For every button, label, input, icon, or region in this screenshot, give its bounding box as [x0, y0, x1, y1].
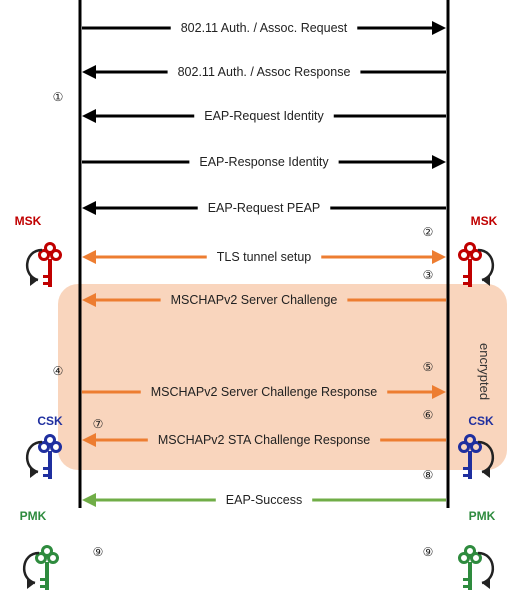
key-icon [458, 545, 482, 592]
message-label: 802.11 Auth. / Assoc. Request [181, 21, 348, 35]
arrowhead-left [82, 293, 96, 307]
key-label: MSK [15, 214, 42, 228]
message-9: MSCHAPv2 STA Challenge Response ⑥ [82, 408, 446, 447]
rotate-arrowhead [482, 577, 490, 589]
message-4: EAP-Response Identity [82, 155, 446, 169]
msk-key-left: MSK [15, 214, 62, 289]
encrypted-region [58, 284, 507, 470]
rotate-arrowhead [30, 274, 38, 286]
message-8: MSCHAPv2 Server Challenge Response ⑤ [82, 360, 446, 399]
message-label: EAP-Success [226, 493, 302, 507]
csk-key-right: CSK [458, 414, 494, 481]
arrowhead-right [432, 385, 446, 399]
step-marker: ② [423, 225, 434, 239]
rotate-arrowhead [27, 577, 35, 589]
message-3: EAP-Request Identity [82, 109, 446, 123]
message-1: 802.11 Auth. / Assoc. Request [82, 21, 446, 35]
key-label: CSK [37, 414, 63, 428]
message-2: 802.11 Auth. / Assoc Response [82, 65, 446, 79]
arrowhead-right [432, 21, 446, 35]
arrowhead-left [82, 201, 96, 215]
arrowhead-right [432, 250, 446, 264]
step-9-left-marker: ⑨ [93, 545, 104, 559]
arrowhead-left [82, 65, 96, 79]
arrowhead-left [82, 250, 96, 264]
encrypted-label: encrypted [477, 343, 492, 400]
rotate-arrowhead [30, 466, 38, 478]
rotate-arrowhead [482, 274, 490, 286]
step-9-right-marker: ⑨ [423, 545, 434, 559]
arrowhead-left [82, 109, 96, 123]
key-label: PMK [469, 509, 496, 523]
message-10: EAP-Success ⑧ [82, 468, 446, 507]
message-label: MSCHAPv2 Server Challenge [171, 293, 338, 307]
csk-key-left: CSK [26, 414, 63, 481]
key-icon [35, 545, 59, 592]
key-label: MSK [471, 214, 498, 228]
step-marker: ③ [423, 268, 434, 282]
key-icon [458, 242, 482, 289]
message-arrows: 802.11 Auth. / Assoc. Request 802.11 Auth… [82, 21, 446, 507]
message-label: EAP-Response Identity [199, 155, 329, 169]
key-icon [38, 434, 62, 481]
pmk-key-right: PMK [458, 509, 496, 592]
arrowhead-left [82, 433, 96, 447]
step-marker: ⑧ [423, 468, 434, 482]
message-label: MSCHAPv2 Server Challenge Response [151, 385, 378, 399]
key-icons: MSK MSK CSK CSK PMK PMK [15, 214, 498, 592]
step-4-marker: ④ [53, 364, 64, 378]
message-label: TLS tunnel setup [217, 250, 312, 264]
msk-key-right: MSK [458, 214, 498, 289]
message-label: 802.11 Auth. / Assoc Response [178, 65, 351, 79]
arrowhead-right [432, 155, 446, 169]
step-marker: ⑥ [423, 408, 434, 422]
message-7: MSCHAPv2 Server Challenge ③ [82, 268, 446, 307]
message-6: TLS tunnel setup ② [82, 225, 446, 264]
message-5: EAP-Request PEAP [82, 201, 446, 215]
key-label: CSK [468, 414, 494, 428]
key-label: PMK [20, 509, 47, 523]
message-label: MSCHAPv2 STA Challenge Response [158, 433, 370, 447]
step-7-marker: ⑦ [93, 417, 104, 431]
arrowhead-left [82, 493, 96, 507]
message-label: EAP-Request Identity [204, 109, 324, 123]
key-icon [38, 242, 62, 289]
message-label: EAP-Request PEAP [208, 201, 321, 215]
rotate-arrowhead [482, 466, 490, 478]
step-1-marker: ① [53, 90, 64, 104]
pmk-key-left: PMK [20, 509, 59, 592]
step-marker: ⑤ [423, 360, 434, 374]
